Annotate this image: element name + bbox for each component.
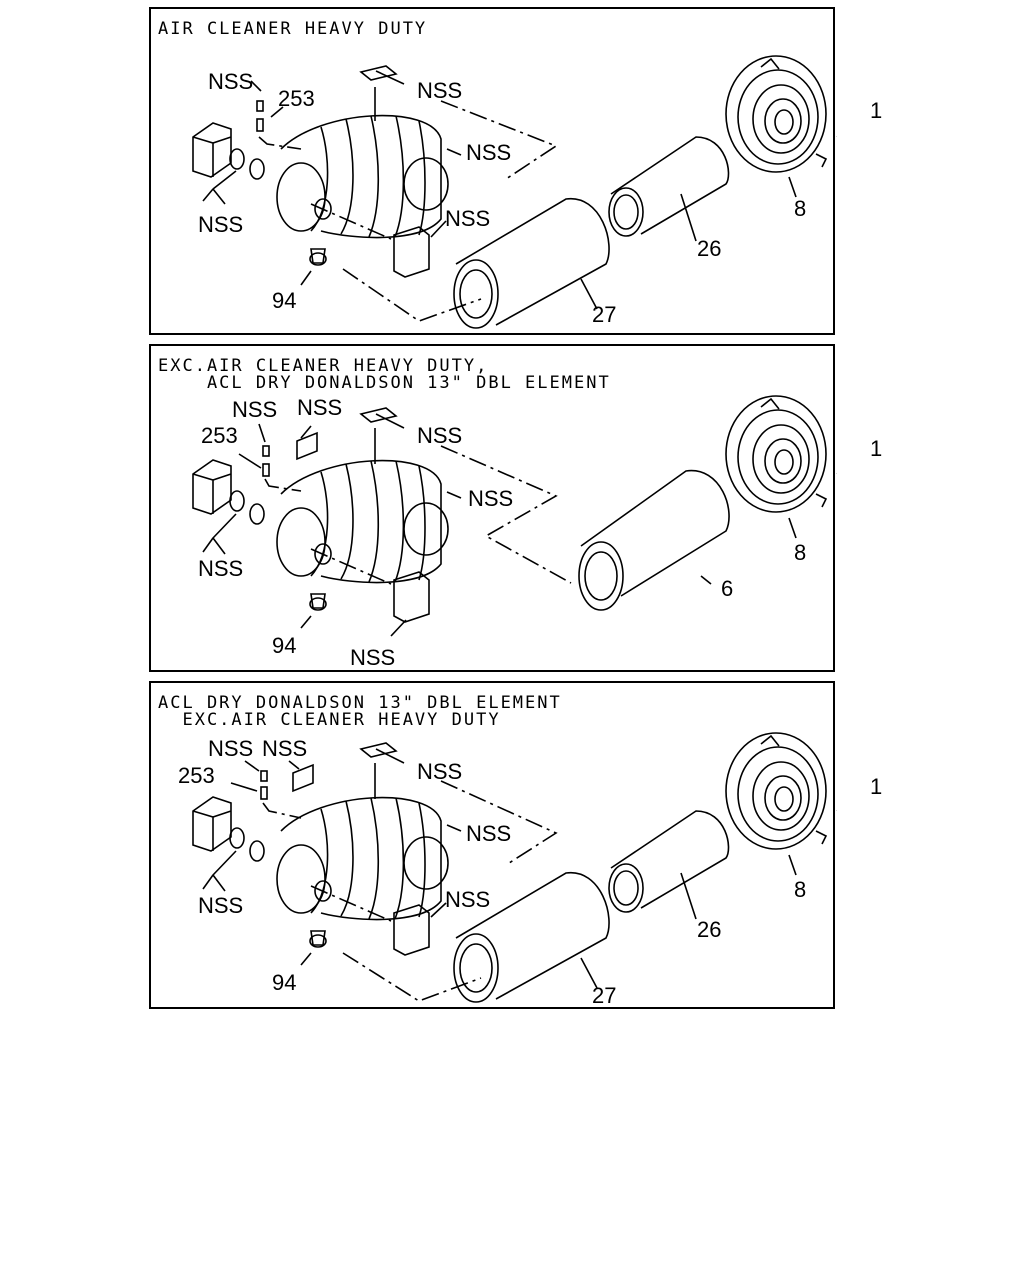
panel-title: AIR CLEANER HEAVY DUTY <box>158 19 428 39</box>
callout-nss-bracket: NSS <box>350 645 396 670</box>
mounting-bracket-left <box>192 122 232 178</box>
housing-outlet <box>403 836 449 890</box>
callout-6: 6 <box>721 576 734 601</box>
callout-26: 26 <box>697 917 722 942</box>
clamp-ring <box>229 148 245 170</box>
clip <box>256 100 264 112</box>
clamp-ring <box>229 827 245 849</box>
fitting-253 <box>260 786 268 800</box>
mounting-plate <box>292 763 314 793</box>
callout-nss-clamps: NSS <box>198 212 244 237</box>
clip <box>260 770 268 782</box>
callout-1: 1 <box>870 436 883 461</box>
label-sticker <box>359 407 398 423</box>
outer-filter-element <box>455 198 610 326</box>
housing-body <box>280 459 442 584</box>
callout-nss-clip: NSS <box>208 736 254 761</box>
callout-nss-label: NSS <box>417 423 463 448</box>
callout-26: 26 <box>697 236 722 261</box>
vacuator-valve <box>310 593 326 609</box>
diagram-panel-air-cleaner-heavy-duty: AIR CLEANER HEAVY DUTY NSS 253 NSS NSS N… <box>149 7 837 335</box>
fitting-253 <box>256 118 264 132</box>
panel-title-line-1: ACL DRY DONALDSON 13" DBL ELEMENT <box>158 693 562 713</box>
mounting-bracket-right <box>393 571 430 623</box>
end-cover <box>725 732 827 850</box>
callout-8: 8 <box>794 877 807 902</box>
panel-title-line-1: EXC.AIR CLEANER HEAVY DUTY, <box>158 356 489 376</box>
callout-nss-label: NSS <box>417 759 463 784</box>
callout-1: 1 <box>870 774 883 799</box>
mounting-bracket-right <box>393 904 430 956</box>
mounting-plate <box>296 431 318 461</box>
hose-clamp <box>249 503 265 525</box>
fitting-253 <box>262 463 270 477</box>
callout-94: 94 <box>272 288 297 313</box>
hose-clamp <box>249 158 265 180</box>
outer-filter-element <box>455 872 610 1000</box>
vacuator-valve <box>310 930 326 946</box>
callout-nss-clamps: NSS <box>198 556 244 581</box>
callout-nss-label: NSS <box>417 78 463 103</box>
mounting-bracket-right <box>393 226 430 278</box>
panel-title-line-2: EXC.AIR CLEANER HEAVY DUTY <box>158 710 501 730</box>
callout-8: 8 <box>794 196 807 221</box>
callout-nss-clip: NSS <box>208 69 254 94</box>
callout-nss-clip: NSS <box>232 397 278 422</box>
mounting-bracket-left <box>192 796 232 852</box>
inner-filter-element <box>610 810 730 909</box>
callout-nss-outlet: NSS <box>466 821 512 846</box>
callout-1: 1 <box>870 98 883 123</box>
housing-body <box>280 796 442 921</box>
label-sticker <box>359 742 398 758</box>
callout-27: 27 <box>592 983 617 1008</box>
housing-outlet <box>403 502 449 556</box>
end-cover <box>725 55 827 173</box>
callout-nss-plate: NSS <box>262 736 308 761</box>
callout-253: 253 <box>201 423 238 448</box>
housing-outlet <box>403 157 449 211</box>
callout-253: 253 <box>178 763 215 788</box>
callout-nss-bracket: NSS <box>445 887 491 912</box>
callout-nss-outlet: NSS <box>466 140 512 165</box>
exploded-view-drawing <box>192 732 837 1003</box>
inner-filter-element <box>610 136 730 235</box>
callout-nss-bracket: NSS <box>445 206 491 231</box>
callout-94: 94 <box>272 970 297 995</box>
callout-94: 94 <box>272 633 297 658</box>
clamp-ring <box>229 490 245 512</box>
hose-clamp <box>249 840 265 862</box>
callout-27: 27 <box>592 302 617 327</box>
end-cover <box>725 395 827 513</box>
callout-nss-plate: NSS <box>297 395 343 420</box>
mounting-bracket-left <box>192 459 232 515</box>
callout-8: 8 <box>794 540 807 565</box>
callout-nss-clamps: NSS <box>198 893 244 918</box>
callout-253: 253 <box>278 86 315 111</box>
vacuator-valve <box>310 248 326 264</box>
diagram-panel-exc-air-cleaner-heavy-duty: EXC.AIR CLEANER HEAVY DUTY, ACL DRY DONA… <box>149 344 837 672</box>
filter-element <box>580 470 730 597</box>
exploded-view-drawing <box>192 55 837 329</box>
housing-body <box>280 114 442 239</box>
callout-nss-outlet: NSS <box>468 486 514 511</box>
panel-title-line-2: ACL DRY DONALDSON 13" DBL ELEMENT <box>158 373 611 393</box>
label-sticker <box>359 65 398 81</box>
clip <box>262 445 270 457</box>
exploded-view-drawing <box>192 395 837 637</box>
diagram-panel-acl-dry-donaldson: ACL DRY DONALDSON 13" DBL ELEMENT EXC.AI… <box>149 681 837 1009</box>
